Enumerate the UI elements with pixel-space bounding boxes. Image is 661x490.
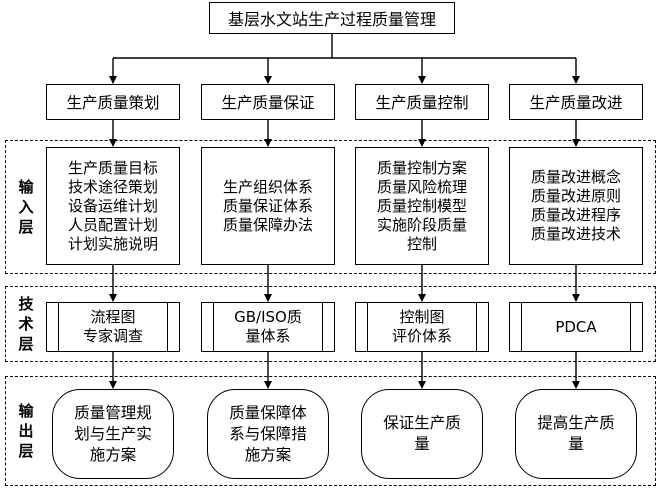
input-node-improvement: 质量改进概念 质量改进原则 质量改进程序 质量改进技术 [509,147,643,265]
input-layer-band [5,140,656,274]
output-node-planning: 质量管理规 划与生产实 施方案 [52,389,174,479]
process-bar-right [322,303,334,351]
technology-layer-band [5,286,656,362]
process-bar-left [356,303,368,351]
output-layer-band [5,376,656,486]
process-bar-left [47,303,59,351]
category-node-control: 生产质量控制 [355,84,489,120]
output-node-control: 保证生产质 量 [361,389,483,479]
tech-node-planning: 流程图 专家调查 [46,302,180,352]
tech-node-text: GB/ISO质 量体系 [234,308,302,345]
process-bar-right [167,303,179,351]
output-node-assurance: 质量保障体 系与保障措 施方案 [207,389,329,479]
input-node-control: 质量控制方案 质量风险梳理 质量控制模型 实施阶段质量 控制 [355,147,489,265]
output-node-improvement: 提高生产质 量 [515,389,637,479]
technology-layer-label: 技 术 层 [18,295,34,353]
input-layer-label: 输 入 层 [18,178,34,236]
category-node-assurance: 生产质量保证 [201,84,335,120]
input-node-planning: 生产质量目标 技术途径策划 设备运维计划 人员配置计划 计划实施说明 [46,147,180,265]
tech-node-control: 控制图 评价体系 [355,302,489,352]
tech-node-text: 流程图 专家调查 [82,308,143,345]
tech-node-improvement: PDCA [509,302,643,352]
root-node: 基层水文站生产过程质量管理 [209,2,455,34]
category-node-improvement: 生产质量改进 [509,84,643,120]
process-bar-right [476,303,488,351]
process-bar-left [510,303,522,351]
process-bar-left [202,303,214,351]
output-layer-label: 输 出 层 [18,402,34,460]
category-node-planning: 生产质量策划 [46,84,180,120]
tech-node-text: 控制图 评价体系 [391,308,452,345]
input-node-assurance: 生产组织体系 质量保证体系 质量保障办法 [201,147,335,265]
tech-node-assurance: GB/ISO质 量体系 [201,302,335,352]
tech-node-text: PDCA [555,317,597,336]
process-bar-right [630,303,642,351]
